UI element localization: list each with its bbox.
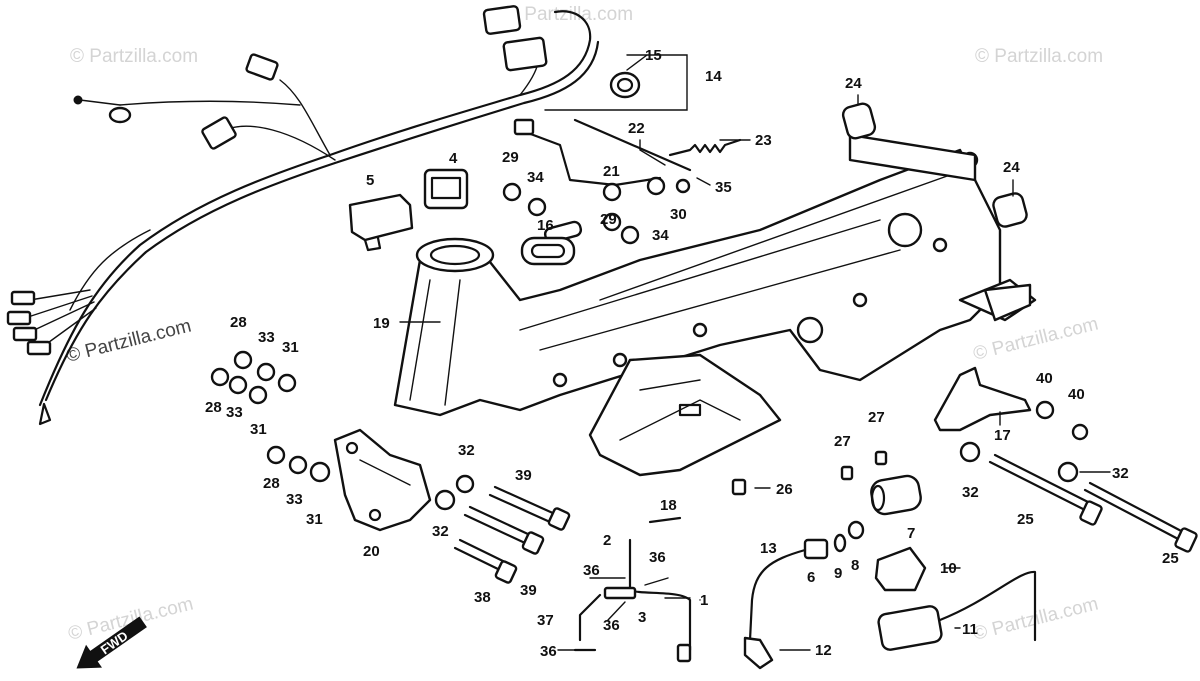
callout-2: 2 bbox=[603, 532, 611, 549]
part-20-bracket bbox=[333, 428, 432, 532]
callout-39a: 39 bbox=[515, 467, 532, 484]
callout-27b: 27 bbox=[868, 409, 885, 426]
harness-connector-left bbox=[201, 116, 237, 150]
callout-21: 21 bbox=[603, 163, 620, 180]
harness-connector-small bbox=[245, 53, 279, 81]
callout-20: 20 bbox=[363, 543, 380, 560]
callout-7: 7 bbox=[907, 525, 915, 542]
callout-32d: 32 bbox=[1112, 465, 1129, 482]
callout-28b: 28 bbox=[205, 399, 222, 416]
callout-19: 19 bbox=[373, 315, 390, 332]
callout-32a: 32 bbox=[458, 442, 475, 459]
callout-16: 16 bbox=[537, 217, 554, 234]
screws-26-27 bbox=[731, 450, 888, 496]
callout-37: 37 bbox=[537, 612, 554, 629]
watermark-mid-right: © Partzilla.com bbox=[971, 314, 1100, 365]
callout-4: 4 bbox=[449, 150, 458, 167]
callout-3: 3 bbox=[638, 609, 646, 626]
callout-36d: 36 bbox=[540, 643, 557, 660]
callout-29b: 29 bbox=[600, 211, 617, 228]
callout-1: 1 bbox=[700, 592, 708, 609]
watermark-top-center: © Partzilla.com bbox=[505, 4, 633, 25]
callout-24a: 24 bbox=[845, 75, 862, 92]
callout-28c: 28 bbox=[263, 475, 280, 492]
callout-30: 30 bbox=[670, 206, 687, 223]
callout-36b: 36 bbox=[583, 562, 600, 579]
callout-40b: 40 bbox=[1068, 386, 1085, 403]
fastener-washers bbox=[210, 176, 1089, 511]
part-11-coil bbox=[877, 570, 1037, 651]
callout-26: 26 bbox=[776, 481, 793, 498]
harness-connector-top bbox=[482, 5, 522, 35]
callout-29a: 29 bbox=[502, 149, 519, 166]
callout-32c: 32 bbox=[962, 484, 979, 501]
callout-22: 22 bbox=[628, 120, 645, 137]
callout-numbers: 1 2 3 4 5 6 7 8 9 10 11 12 13 14 15 16 1… bbox=[205, 47, 1179, 660]
callout-39b: 39 bbox=[520, 582, 537, 599]
part-5-cover bbox=[348, 193, 414, 252]
bolts-25 bbox=[988, 453, 1198, 553]
callout-28a: 28 bbox=[230, 314, 247, 331]
forward-arrow-icon bbox=[76, 616, 147, 669]
callout-33c: 33 bbox=[286, 491, 303, 508]
callout-9: 9 bbox=[834, 565, 842, 582]
part-13-cable bbox=[743, 548, 807, 670]
leader-lines bbox=[399, 54, 1111, 651]
harness-connector-upper bbox=[502, 36, 548, 72]
part-22-rod bbox=[513, 118, 692, 187]
watermark-top-left: © Partzilla.com bbox=[70, 46, 198, 67]
frame-body bbox=[393, 133, 1037, 417]
parts-6-8-9 bbox=[803, 520, 865, 560]
harness-end-terminals bbox=[6, 289, 97, 426]
callout-27a: 27 bbox=[834, 433, 851, 450]
callout-6: 6 bbox=[807, 569, 815, 586]
callout-5: 5 bbox=[366, 172, 374, 189]
callout-36a: 36 bbox=[649, 549, 666, 566]
callout-23: 23 bbox=[755, 132, 772, 149]
part-7-coil bbox=[870, 474, 922, 516]
callout-35: 35 bbox=[715, 179, 732, 196]
callout-31b: 31 bbox=[250, 421, 267, 438]
callout-15: 15 bbox=[645, 47, 662, 64]
callout-24b: 24 bbox=[1003, 159, 1020, 176]
callout-25a: 25 bbox=[1017, 511, 1034, 528]
callout-11: 11 bbox=[962, 621, 978, 638]
part-4-relay bbox=[423, 168, 469, 210]
part-18-plate bbox=[588, 353, 782, 477]
callout-25b: 25 bbox=[1162, 550, 1179, 567]
callout-8: 8 bbox=[851, 557, 859, 574]
callout-38: 38 bbox=[474, 589, 491, 606]
wire-harness bbox=[6, 5, 600, 426]
watermark-top-right: © Partzilla.com bbox=[975, 46, 1103, 67]
part-10-cap bbox=[874, 546, 927, 592]
callout-12: 12 bbox=[815, 642, 832, 659]
callout-34a: 34 bbox=[527, 169, 544, 186]
callout-31a: 31 bbox=[282, 339, 299, 356]
callout-32b: 32 bbox=[432, 523, 449, 540]
callout-33b: 33 bbox=[226, 404, 243, 421]
callout-33a: 33 bbox=[258, 329, 275, 346]
part-16-grommet bbox=[520, 236, 576, 266]
part-24-collars bbox=[841, 102, 1028, 228]
part-15-grommet bbox=[609, 71, 641, 99]
choke-cable-assembly bbox=[573, 516, 692, 663]
part-17-bracket bbox=[933, 366, 1032, 432]
callout-18: 18 bbox=[660, 497, 677, 514]
callout-40a: 40 bbox=[1036, 370, 1053, 387]
callout-10: 10 bbox=[940, 560, 957, 577]
callout-13: 13 bbox=[760, 540, 777, 557]
callout-36c: 36 bbox=[603, 617, 620, 634]
callout-34b: 34 bbox=[652, 227, 669, 244]
callout-14: 14 bbox=[705, 68, 722, 85]
harness-terminal bbox=[108, 106, 132, 124]
callout-31c: 31 bbox=[306, 511, 323, 528]
bolts-38-39 bbox=[453, 485, 571, 584]
callout-17: 17 bbox=[994, 427, 1011, 444]
part-23-spring bbox=[668, 138, 742, 157]
